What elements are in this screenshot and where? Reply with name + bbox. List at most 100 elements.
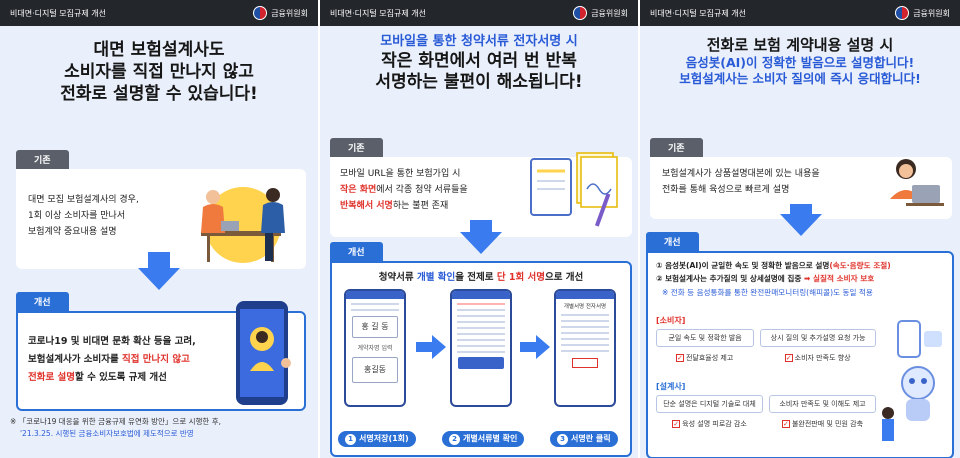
checkbox-icon: ✓ <box>784 354 793 362</box>
headline-line: 작은 화면에서 여러 번 반복 <box>381 50 577 71</box>
org-name: 금융위원회 <box>591 8 628 18</box>
name-label: 계약자명 입력 <box>357 345 393 352</box>
benefit-chip: 상시 질의 및 추가설명 요청 가능 <box>760 329 876 347</box>
org-logo: 금융위원회 <box>253 6 308 20</box>
right-arrow-icon <box>416 335 446 359</box>
phone-screen-1: 홍 길 동 계약자명 입력 홍길동 <box>344 289 406 407</box>
before-text-line: 대면 모집 보험설계사의 경우, <box>28 195 139 205</box>
before-text-line: 보험계약 중요내용 설명 <box>28 226 117 237</box>
phone-title: 개별서명 전자서명 <box>563 304 607 310</box>
after-tag: 개선 <box>646 232 699 251</box>
before-text: 보험설계사가 상품설명대본에 있는 내용을 전화를 통해 육성으로 빠르게 설명 <box>662 167 820 199</box>
header-title: 비대면·디지털 모집규제 개선 <box>650 8 746 18</box>
headline-blue: 모바일을 통한 청약서류 전자서명 시 <box>380 34 578 49</box>
after-box: 코로나19 및 비대면 문화 확산 등을 고려, 보험설계사가 소비자를 직접 … <box>16 301 306 411</box>
call-agent-illustration <box>890 159 944 206</box>
after-text-line: 전화로 설명할 수 있도록 규제 개선 <box>28 372 167 384</box>
before-text-line: 작은 화면에서 각종 청약 서류들을 <box>340 184 468 195</box>
before-section: 기존 대면 모집 보험설계사의 경우, 1회 이상 소비자를 만나서 보험계약 … <box>16 148 306 269</box>
after-text-line: ② 보험설계사는 추가질의 및 상세설명에 집중 ➡ 실질적 소비자 보호 <box>656 274 875 284</box>
after-section: 개선 코로나19 및 비대면 문화 확산 등을 고려, 보험설계사가 소비자를 … <box>16 290 306 411</box>
before-tag: 기존 <box>16 150 69 169</box>
checkbox-icon: ✓ <box>675 354 684 362</box>
before-tag: 기존 <box>330 138 383 157</box>
phone-screen-3: 개별서명 전자서명 <box>554 289 616 407</box>
before-section: 기존 모바일 URL을 통한 보험가입 시 작은 화면에서 각종 청약 서류들을… <box>330 136 632 237</box>
signature-field[interactable]: 홍길동 <box>352 357 398 383</box>
headline-line: 전화로 보험 계약내용 설명 시 <box>706 36 894 54</box>
government-seal-icon <box>573 6 588 20</box>
before-box: 모바일 URL을 통한 보험가입 시 작은 화면에서 각종 청약 서류들을 반복… <box>330 152 632 237</box>
headline-line: 소비자를 직접 만나지 않고 <box>64 61 254 82</box>
phone-consultant-illustration <box>236 301 291 405</box>
government-seal-icon <box>253 6 268 20</box>
before-text: 모바일 URL을 통한 보험가입 시 작은 화면에서 각종 청약 서류들을 반복… <box>340 167 468 214</box>
headline-line: 서명하는 불편이 해소됩니다! <box>375 72 583 93</box>
before-text-line: 1회 이상 소비자를 만나서 <box>28 210 126 221</box>
voicebot-illustration <box>882 320 942 441</box>
after-text-line: ① 음성봇(AI)이 균일한 속도 및 정확한 발음으로 설명(속도·음량도 조… <box>656 261 891 270</box>
headline-line: 대면 보험설계사도 <box>93 40 225 60</box>
benefit-chip: 소비자 만족도 및 이해도 제고 <box>769 395 876 413</box>
after-text-line: ※ 전화 등 음성통화를 통한 완전판매모니터링(해피콜)도 동일 적용 <box>662 287 873 297</box>
headline: 모바일을 통한 청약서류 전자서명 시 작은 화면에서 여러 번 반복 서명하는… <box>320 26 638 94</box>
panel-phone-explanation: 비대면·디지털 모집규제 개선 금융위원회 대면 보험설계사도 소비자를 직접 … <box>0 0 320 458</box>
documents-illustration <box>530 152 618 227</box>
panel-header: 비대면·디지털 모집규제 개선 금융위원회 <box>640 0 960 26</box>
panel-header: 비대면·디지털 모집규제 개선 금융위원회 <box>320 0 638 26</box>
after-text-line: 보험설계사가 소비자를 직접 만나지 않고 <box>28 354 190 366</box>
consumer-section: [소비자] 균일 속도 및 정확한 발음 상시 질의 및 추가설명 요청 가능 … <box>656 315 876 363</box>
after-text: 코로나19 및 비대면 문화 확산 등을 고려, 보험설계사가 소비자를 직접 … <box>28 333 196 387</box>
before-section: 기존 보험설계사가 상품설명대본에 있는 내용을 전화를 통해 육성으로 빠르게… <box>650 136 952 219</box>
before-text-line: 전화를 통해 육성으로 빠르게 설명 <box>662 184 790 195</box>
before-text-line: 보험설계사가 상품설명대본에 있는 내용을 <box>662 169 820 179</box>
before-text-line: 모바일 URL을 통한 보험가입 시 <box>340 169 461 179</box>
before-box: 대면 모집 보험설계사의 경우, 1회 이상 소비자를 만나서 보험계약 중요내… <box>16 169 306 269</box>
phone-screen-2 <box>450 289 512 407</box>
headline-blue: 음성봇(AI)이 정확한 발음으로 설명합니다! <box>685 55 915 71</box>
after-section: 개선 ① 음성봇(AI)이 균일한 속도 및 정확한 발음으로 설명(속도·음량… <box>646 230 954 458</box>
benefit-chip: 단순 설명은 디지털 기술로 대체 <box>656 395 763 413</box>
checkbox-icon: ✓ <box>781 420 790 428</box>
benefit-check: ✓전달효율성 제고 <box>675 354 734 362</box>
after-section: 개선 청약서류 개별 확인을 전제로 단 1회 서명으로 개선 홍 길 동 계약… <box>330 240 632 457</box>
panel-esignature: 비대면·디지털 모집규제 개선 금융위원회 모바일을 통한 청약서류 전자서명 … <box>320 0 640 458</box>
panel-voicebot: 비대면·디지털 모집규제 개선 금융위원회 전화로 보험 계약내용 설명 시 음… <box>640 0 960 458</box>
before-tag: 기존 <box>650 138 703 157</box>
headline: 전화로 보험 계약내용 설명 시 음성봇(AI)이 정확한 발음으로 설명합니다… <box>640 26 960 87</box>
after-tag: 개선 <box>16 292 69 311</box>
benefit-chip: 균일 속도 및 정확한 발음 <box>656 329 755 347</box>
meeting-illustration <box>201 187 285 263</box>
headline-line: 전화로 설명할 수 있습니다! <box>60 83 258 104</box>
after-text-line: 코로나19 및 비대면 문화 확산 등을 고려, <box>28 336 196 347</box>
panel-header: 비대면·디지털 모집규제 개선 금융위원회 <box>0 0 318 26</box>
org-logo: 금융위원회 <box>573 6 628 20</box>
signature-slot[interactable] <box>572 358 598 368</box>
right-arrow-icon <box>520 335 550 359</box>
before-text: 대면 모집 보험설계사의 경우, 1회 이상 소비자를 만나서 보험계약 중요내… <box>28 193 139 240</box>
agent-label: [설계사] <box>656 382 686 391</box>
checkbox-icon: ✓ <box>672 420 681 428</box>
after-title: 청약서류 개별 확인을 전제로 단 1회 서명으로 개선 <box>378 272 584 283</box>
after-text: ① 음성봇(AI)이 균일한 속도 및 정확한 발음으로 설명(속도·음량도 조… <box>656 259 891 299</box>
benefit-check: ✓육성 설명 피로감 감소 <box>672 420 747 428</box>
header-title: 비대면·디지털 모집규제 개선 <box>330 8 426 18</box>
after-tag: 개선 <box>330 242 383 261</box>
consumer-label: [소비자] <box>656 316 686 325</box>
org-logo: 금융위원회 <box>895 6 950 20</box>
benefit-check: ✓소비자 만족도 향상 <box>784 354 851 362</box>
org-name: 금융위원회 <box>913 8 950 18</box>
org-name: 금융위원회 <box>271 8 308 18</box>
headline-blue: 보험설계사는 소비자 질의에 즉시 응대합니다! <box>679 71 921 87</box>
footnote: ※ 「코로나19 대응을 위한 금융규제 유연화 방안」으로 시행한 후, '2… <box>10 416 221 440</box>
signature-field[interactable]: 홍 길 동 <box>352 316 398 338</box>
after-box: 청약서류 개별 확인을 전제로 단 1회 서명으로 개선 홍 길 동 계약자명 … <box>330 261 632 457</box>
headline: 대면 보험설계사도 소비자를 직접 만나지 않고 전화로 설명할 수 있습니다! <box>0 26 318 105</box>
benefit-check: ✓불완전판매 및 민원 감축 <box>781 420 864 428</box>
header-title: 비대면·디지털 모집규제 개선 <box>10 8 106 18</box>
government-seal-icon <box>895 6 910 20</box>
footnote-line: '21.3.25. 시행된 금융소비자보호법에 제도적으로 반영 <box>20 429 194 438</box>
